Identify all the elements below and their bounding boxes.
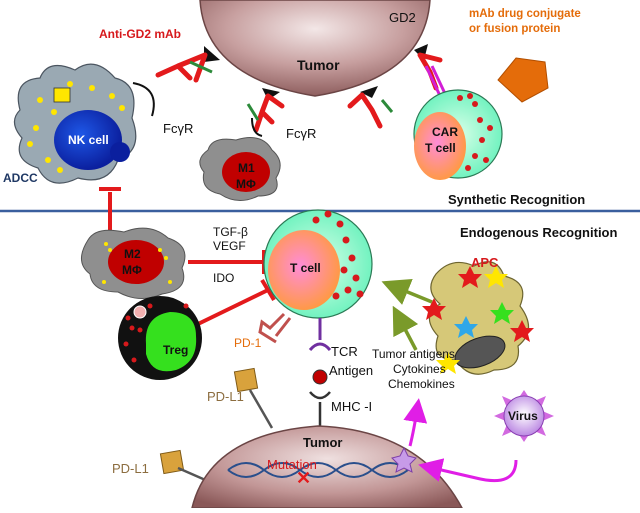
gd2-label: GD2 <box>389 10 416 25</box>
antibody-fc-tails <box>189 60 394 121</box>
tumor-antigens-label: Tumor antigens <box>372 347 455 361</box>
release-to-factors-arrow <box>403 398 428 447</box>
fcr-mid-curve <box>251 117 263 137</box>
treg-granules <box>123 303 189 363</box>
tumor-antigen-star <box>391 446 417 473</box>
mutation-label: Mutation <box>267 457 317 472</box>
treg-inhibits-tcell-bar <box>260 278 276 302</box>
t-cell-label: T cell <box>290 261 321 275</box>
car-t-granules <box>457 93 493 171</box>
m1-label-line1: M1 <box>238 161 255 175</box>
car-label-line1: CAR <box>432 125 458 139</box>
nk-cell-bud <box>110 142 130 162</box>
conjugate-label-line1: mAb drug conjugate <box>469 8 581 20</box>
adcc-label: ADCC <box>3 171 38 185</box>
nk-cell-granules <box>27 81 125 173</box>
mhc-label: MHC -I <box>331 399 373 414</box>
nk-cell-nucleus <box>54 110 122 170</box>
mhc-cup <box>309 391 331 400</box>
tcr-cup <box>308 342 332 352</box>
bottom-tumor-label: Tumor <box>303 435 343 450</box>
m2-granules <box>102 242 172 284</box>
car-label-line2: T cell <box>425 141 456 155</box>
chemokines-label: Chemokines <box>388 377 455 391</box>
antigen-label: Antigen <box>329 363 374 378</box>
m1-label-line2: MΦ <box>236 177 256 191</box>
fcr-left-label: FcγR <box>163 121 194 136</box>
endogenous-recognition-label: Endogenous Recognition <box>460 225 618 240</box>
pd1-label: PD-1 <box>234 336 262 350</box>
antigen-peptide <box>312 369 328 385</box>
top-tumor-label: Tumor <box>297 57 340 73</box>
pdl1-ligand-bottom <box>159 449 211 484</box>
anti-gd2-label: Anti-GD2 mAb <box>99 27 181 41</box>
signals-to-apc-arrow <box>392 305 419 351</box>
pdl1-top-label: PD-L1 <box>207 389 244 404</box>
m2-macrophage-nucleus <box>108 240 164 284</box>
fcr-left-curve <box>132 82 155 117</box>
cytokines-label: Cytokines <box>393 362 446 376</box>
top-tumor-shape <box>199 0 431 97</box>
apc-surface-markers <box>422 266 534 374</box>
mutation-x-mark: ✕ <box>296 468 311 488</box>
tgf-beta-label: TGF-β <box>213 225 248 239</box>
apc-label: APC <box>471 255 499 270</box>
m2-label-line2: MΦ <box>122 263 142 277</box>
apc-activates-tcell-arrow <box>381 278 433 305</box>
pdl1-ligand-top <box>233 367 274 429</box>
treg-nucleus <box>145 312 197 372</box>
pdl1-bottom-label: PD-L1 <box>112 461 149 476</box>
ido-label: IDO <box>213 271 235 285</box>
virus-particle <box>494 390 554 442</box>
t-cell-nucleus <box>268 230 340 310</box>
treg-granule-cluster <box>133 305 147 319</box>
nk-cell-granule-box <box>53 87 71 103</box>
dna-strand-a <box>227 462 409 478</box>
tcr-label: TCR <box>331 344 358 359</box>
vegf-label: VEGF <box>213 239 246 253</box>
synthetic-recognition-label: Synthetic Recognition <box>448 192 586 207</box>
t-cell-granules <box>312 210 364 300</box>
fcr-mid-label: FcγR <box>286 126 317 141</box>
treg-label: Treg <box>163 343 189 357</box>
car-t-cell-nucleus <box>414 112 466 180</box>
virus-label: Virus <box>508 409 538 423</box>
m1-macrophage-nucleus <box>222 152 270 192</box>
pd1-receptor <box>258 312 292 344</box>
dna-strand-b <box>227 462 409 478</box>
treg-inhibits-tcell-line <box>197 288 269 326</box>
virus-infects-tumor-arrow <box>418 458 518 483</box>
nk-cell-label: NK cell <box>68 133 109 147</box>
m2-label-line1: M2 <box>124 247 141 261</box>
conjugate-label-line2: or fusion protein <box>469 23 561 35</box>
drug-conjugate-pentagon <box>497 57 549 103</box>
